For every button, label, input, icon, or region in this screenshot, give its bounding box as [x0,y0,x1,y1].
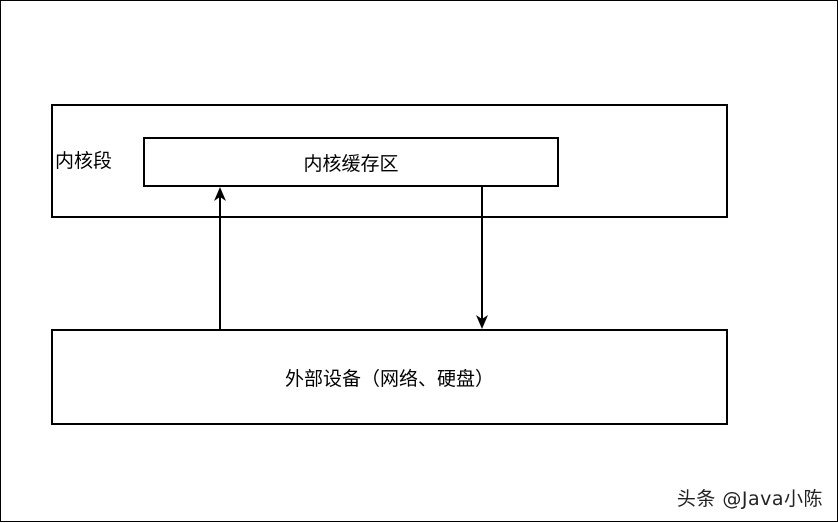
watermark-text: 头条 @Java小陈 [676,488,823,510]
arrow-down-cache-to-device [476,187,488,329]
arrow-up-head [214,187,226,201]
external-device-box: 外部设备（网络、硬盘） [51,329,728,425]
kernel-cache-box: 内核缓存区 [143,137,559,187]
arrow-down-head [476,315,488,329]
external-device-label: 外部设备（网络、硬盘） [284,367,494,390]
arrow-up-device-to-cache [214,187,226,329]
kernel-cache-label: 内核缓存区 [303,152,399,175]
kernel-segment-label: 内核段 [55,150,113,172]
